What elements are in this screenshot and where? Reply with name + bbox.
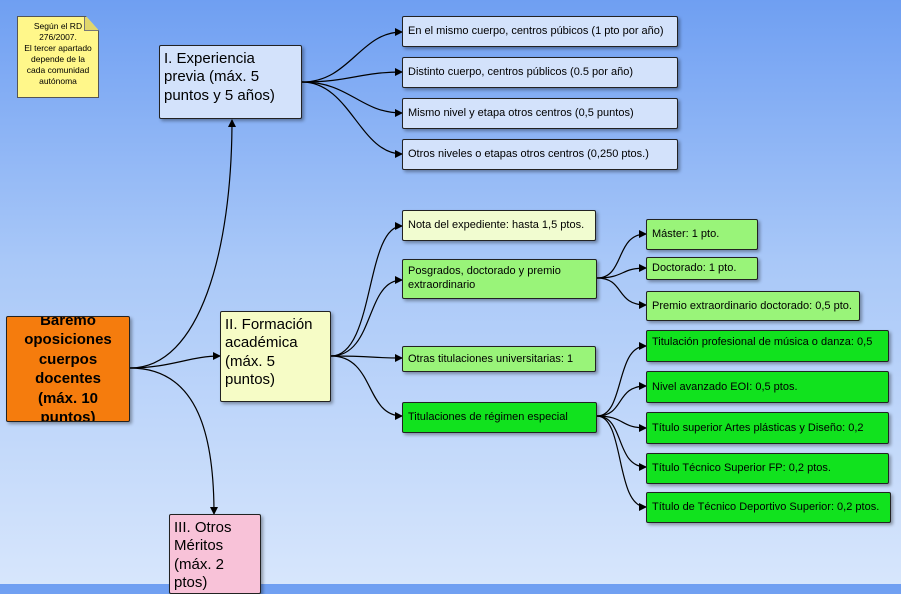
exp-item[interactable]: Mismo nivel y etapa otros centros (0,5 p… — [402, 98, 678, 129]
root-line: cuerpos — [38, 350, 98, 368]
link-form-1 — [330, 222, 403, 357]
posgrado-item[interactable]: Premio extraordinario doctorado: 0,5 pto… — [646, 291, 860, 321]
exp-item[interactable]: Otros niveles o etapas otros centros (0,… — [402, 139, 678, 170]
branch-otros-label: III. Otros Méritos (máx. 2 ptos) — [174, 519, 232, 591]
link-root-formacion — [129, 352, 221, 369]
regimen-item[interactable]: Título superior Artes plásticas y Diseño… — [646, 412, 889, 444]
note-line: El tercer apartado — [24, 43, 92, 54]
exp-item[interactable]: En el mismo cuerpo, centros púbicos (1 p… — [402, 16, 678, 47]
link-reg-1 — [596, 342, 647, 417]
link-form-2 — [330, 276, 403, 357]
link-root-otros — [129, 367, 218, 515]
branch-experiencia-label: I. Experiencia previa (máx. 5 puntos y 5… — [164, 50, 275, 104]
root-line: docentes — [35, 370, 101, 387]
link-root-experiencia — [129, 119, 236, 369]
link-reg-3 — [596, 415, 647, 432]
form-item-label: Otras titulaciones universitarias: 1 — [408, 352, 574, 365]
exp-item-label: En el mismo cuerpo, centros púbicos (1 p… — [408, 25, 664, 38]
note-line: 276/2007. — [39, 32, 77, 43]
form-item-label: Posgrados, doctorado y premio extraordin… — [408, 265, 561, 292]
root-line: oposiciones — [24, 331, 112, 348]
note-line: Según el RD — [33, 21, 83, 31]
link-reg-5 — [596, 415, 647, 511]
link-exp-2 — [301, 68, 403, 83]
link-exp-1 — [301, 28, 403, 83]
regimen-item-label: Título superior Artes plásticas y Diseño… — [652, 421, 864, 434]
regimen-item[interactable]: Titulación profesional de música o danza… — [646, 330, 889, 362]
regimen-item-label: Título Técnico Superior FP: 0,2 ptos. — [652, 462, 831, 475]
posgrado-item-label: Doctorado: 1 pto. — [652, 262, 737, 275]
exp-item-label: Otros niveles o etapas otros centros (0,… — [408, 148, 649, 161]
note-line: autónoma — [39, 76, 77, 87]
link-form-4 — [330, 355, 403, 420]
posgrado-item-label: Premio extraordinario doctorado: 0,5 pto… — [652, 299, 852, 312]
form-item-label: Titulaciones de régimen especial — [408, 411, 568, 424]
branch-formacion-label: II. Formación académica (máx. 5 puntos) — [225, 316, 313, 388]
posgrado-item[interactable]: Doctorado: 1 pto. — [646, 257, 758, 280]
root-line: Baremo — [40, 316, 96, 329]
link-reg-2 — [596, 382, 647, 417]
link-pos-2 — [596, 264, 647, 279]
exp-item[interactable]: Distinto cuerpo, centros públicos (0.5 p… — [402, 57, 678, 88]
link-pos-3 — [596, 277, 647, 309]
root-line: (máx. 10 puntos) — [37, 389, 99, 422]
note-line: cada comunidad — [26, 65, 90, 76]
form-item-regimen[interactable]: Titulaciones de régimen especial — [402, 402, 597, 433]
regimen-item-label: Nivel avanzado EOI: 0,5 ptos. — [652, 380, 798, 393]
exp-item-label: Distinto cuerpo, centros públicos (0.5 p… — [408, 66, 634, 79]
link-form-3 — [330, 353, 403, 362]
branch-formacion[interactable]: II. Formación académica (máx. 5 puntos) — [220, 311, 331, 402]
root-node[interactable]: Baremo oposiciones cuerpos docentes (máx… — [6, 316, 130, 422]
regimen-item[interactable]: Título Técnico Superior FP: 0,2 ptos. — [646, 453, 889, 484]
note-line: depende de la — [31, 54, 85, 65]
exp-item-label: Mismo nivel y etapa otros centros (0,5 p… — [408, 107, 634, 120]
regimen-item[interactable]: Título de Técnico Deportivo Superior: 0,… — [646, 492, 891, 523]
link-exp-4 — [301, 81, 403, 158]
link-pos-1 — [596, 230, 647, 279]
form-item[interactable]: Otras titulaciones universitarias: 1 — [402, 346, 596, 372]
form-item-posgrados[interactable]: Posgrados, doctorado y premio extraordin… — [402, 259, 597, 299]
link-reg-4 — [596, 415, 647, 471]
form-item-label: Nota del expediente: hasta 1,5 ptos. — [408, 219, 585, 232]
posgrado-item-label: Máster: 1 pto. — [652, 228, 720, 241]
note-sticky: Según el RD 276/2007. El tercer apartado… — [17, 16, 99, 98]
regimen-item-label: Titulación profesional de música o danza… — [652, 336, 873, 348]
regimen-item[interactable]: Nivel avanzado EOI: 0,5 ptos. — [646, 371, 889, 403]
regimen-item-label: Título de Técnico Deportivo Superior: 0,… — [652, 501, 880, 514]
link-exp-3 — [301, 81, 403, 117]
form-item[interactable]: Nota del expediente: hasta 1,5 ptos. — [402, 210, 596, 241]
branch-otros[interactable]: III. Otros Méritos (máx. 2 ptos) — [169, 514, 261, 594]
posgrado-item[interactable]: Máster: 1 pto. — [646, 219, 758, 250]
branch-experiencia[interactable]: I. Experiencia previa (máx. 5 puntos y 5… — [159, 45, 302, 119]
